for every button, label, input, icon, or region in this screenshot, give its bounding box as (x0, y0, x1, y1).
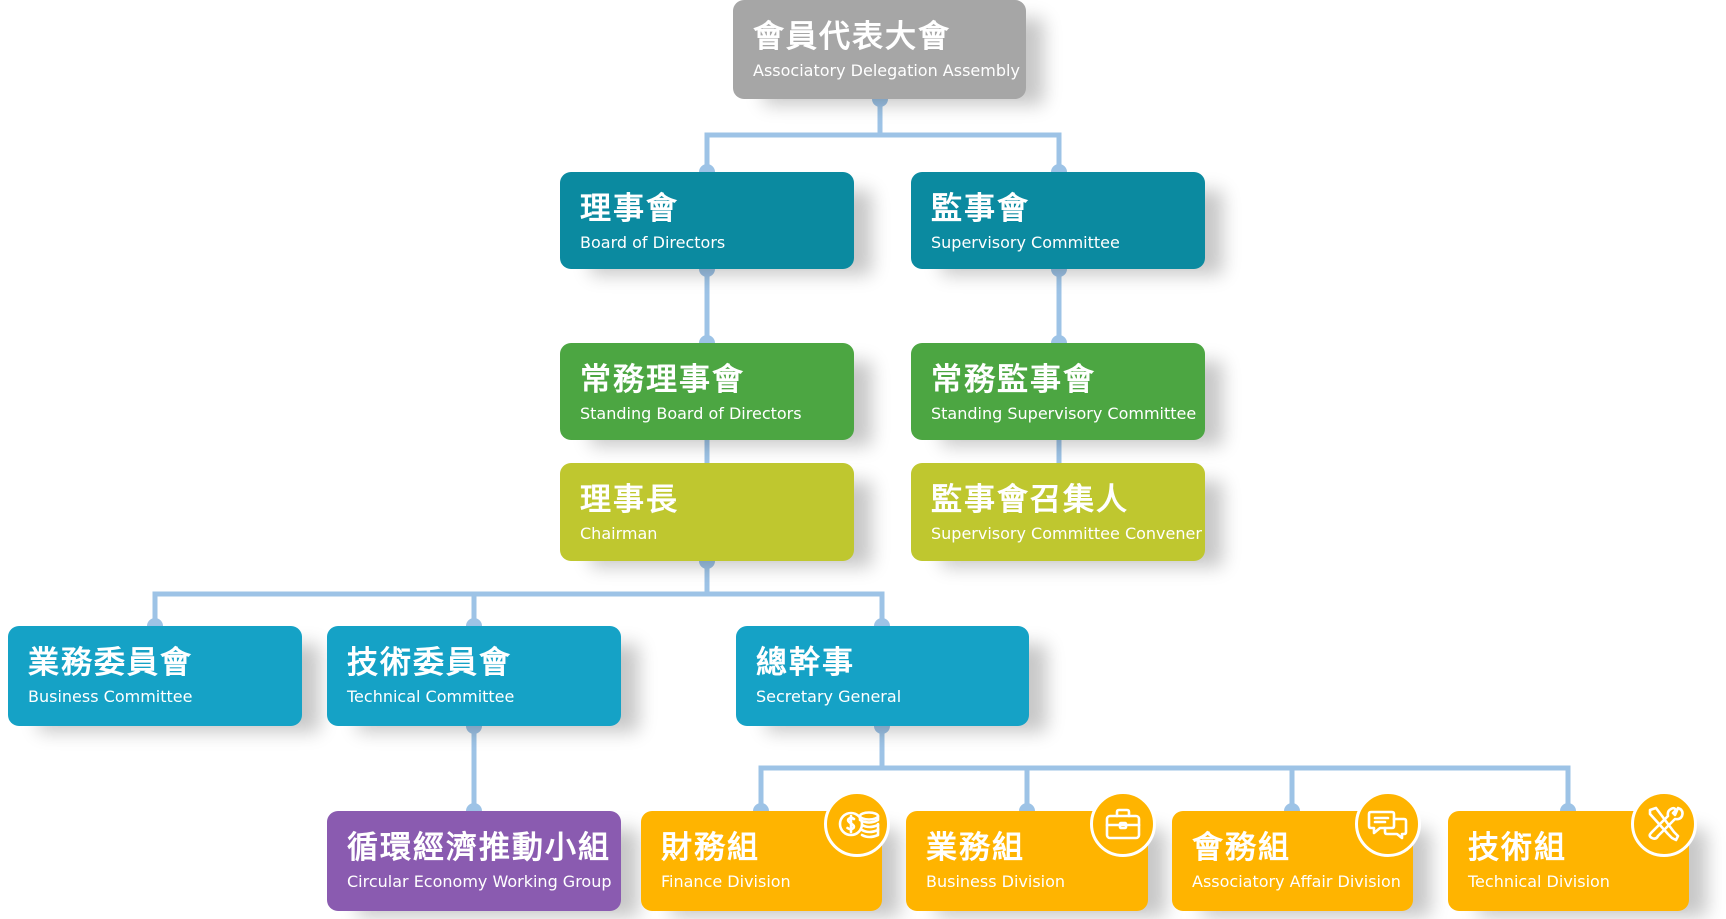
briefcase-icon (1090, 791, 1156, 857)
connector-secretary-technical (882, 765, 1571, 811)
node-title-zh: 技術委員會 (347, 645, 512, 681)
node-technical-division: 技術組 Technical Division (1448, 791, 1697, 911)
connector-assembly-board (704, 99, 883, 172)
node-title-en: Chairman (580, 524, 658, 543)
node-title-zh: 業務委員會 (28, 645, 193, 681)
connector-chairman-committees (152, 561, 710, 626)
node-title-zh: 監事會召集人 (931, 482, 1129, 518)
node-title-zh: 會員代表大會 (753, 19, 951, 55)
node-circular-economy-working-group: 循環經濟推動小組 Circular Economy Working Group (327, 811, 621, 911)
chat-bubbles-icon (1355, 791, 1421, 857)
node-title-en: Board of Directors (580, 233, 726, 252)
node-board-of-directors: 理事會 Board of Directors (560, 172, 854, 269)
connector-chairman-secretary (707, 591, 885, 626)
node-title-en: Associatory Affair Division (1192, 872, 1401, 891)
node-title-en: Circular Economy Working Group (347, 872, 612, 891)
node-title-en: Supervisory Committee (931, 233, 1120, 252)
node-title-en: Standing Board of Directors (580, 404, 802, 423)
node-title-zh: 循環經濟推動小組 (347, 830, 611, 866)
node-business-committee: 業務委員會 Business Committee (8, 626, 302, 726)
node-secretary-general: 總幹事 Secretary General (736, 626, 1029, 726)
node-standing-supervisory-committee: 常務監事會 Standing Supervisory Committee (911, 343, 1205, 440)
node-finance-division: 財務組 Finance Division (641, 791, 890, 911)
coins-icon (824, 791, 890, 857)
node-title-en: Associatory Delegation Assembly (753, 61, 1020, 80)
node-title-en: Business Committee (28, 687, 193, 706)
node-associatory-affair-division: 會務組 Associatory Affair Division (1172, 791, 1421, 911)
node-supervisory-committee-convener: 監事會召集人 Supervisory Committee Convener (911, 463, 1205, 561)
node-associatory-delegation-assembly: 會員代表大會 Associatory Delegation Assembly (733, 0, 1026, 99)
node-title-zh: 財務組 (661, 830, 760, 866)
node-title-en: Finance Division (661, 872, 791, 891)
node-title-zh: 理事會 (580, 191, 679, 227)
node-title-en: Standing Supervisory Committee (931, 404, 1197, 423)
node-title-zh: 業務組 (926, 830, 1025, 866)
connector-assembly-supervisory (880, 132, 1062, 172)
node-chairman: 理事長 Chairman (560, 463, 854, 561)
node-supervisory-committee: 監事會 Supervisory Committee (911, 172, 1205, 269)
tools-icon (1631, 791, 1697, 857)
node-title-en: Business Division (926, 872, 1066, 891)
node-title-zh: 總幹事 (756, 645, 855, 681)
node-title-en: Technical Committee (347, 687, 515, 706)
node-technical-committee: 技術委員會 Technical Committee (327, 626, 621, 726)
node-title-zh: 技術組 (1468, 830, 1567, 866)
node-standing-board-of-directors: 常務理事會 Standing Board of Directors (560, 343, 854, 440)
node-title-en: Secretary General (756, 687, 902, 706)
node-title-zh: 會務組 (1192, 830, 1291, 866)
node-title-en: Technical Division (1468, 872, 1610, 891)
connector-secretary-divisions (758, 726, 885, 811)
node-business-division: 業務組 Business Division (906, 791, 1156, 911)
node-title-zh: 常務監事會 (931, 362, 1096, 398)
node-title-en: Supervisory Committee Convener (931, 524, 1202, 543)
node-title-zh: 理事長 (580, 482, 679, 518)
node-title-zh: 監事會 (931, 191, 1030, 227)
node-title-zh: 常務理事會 (580, 362, 745, 398)
